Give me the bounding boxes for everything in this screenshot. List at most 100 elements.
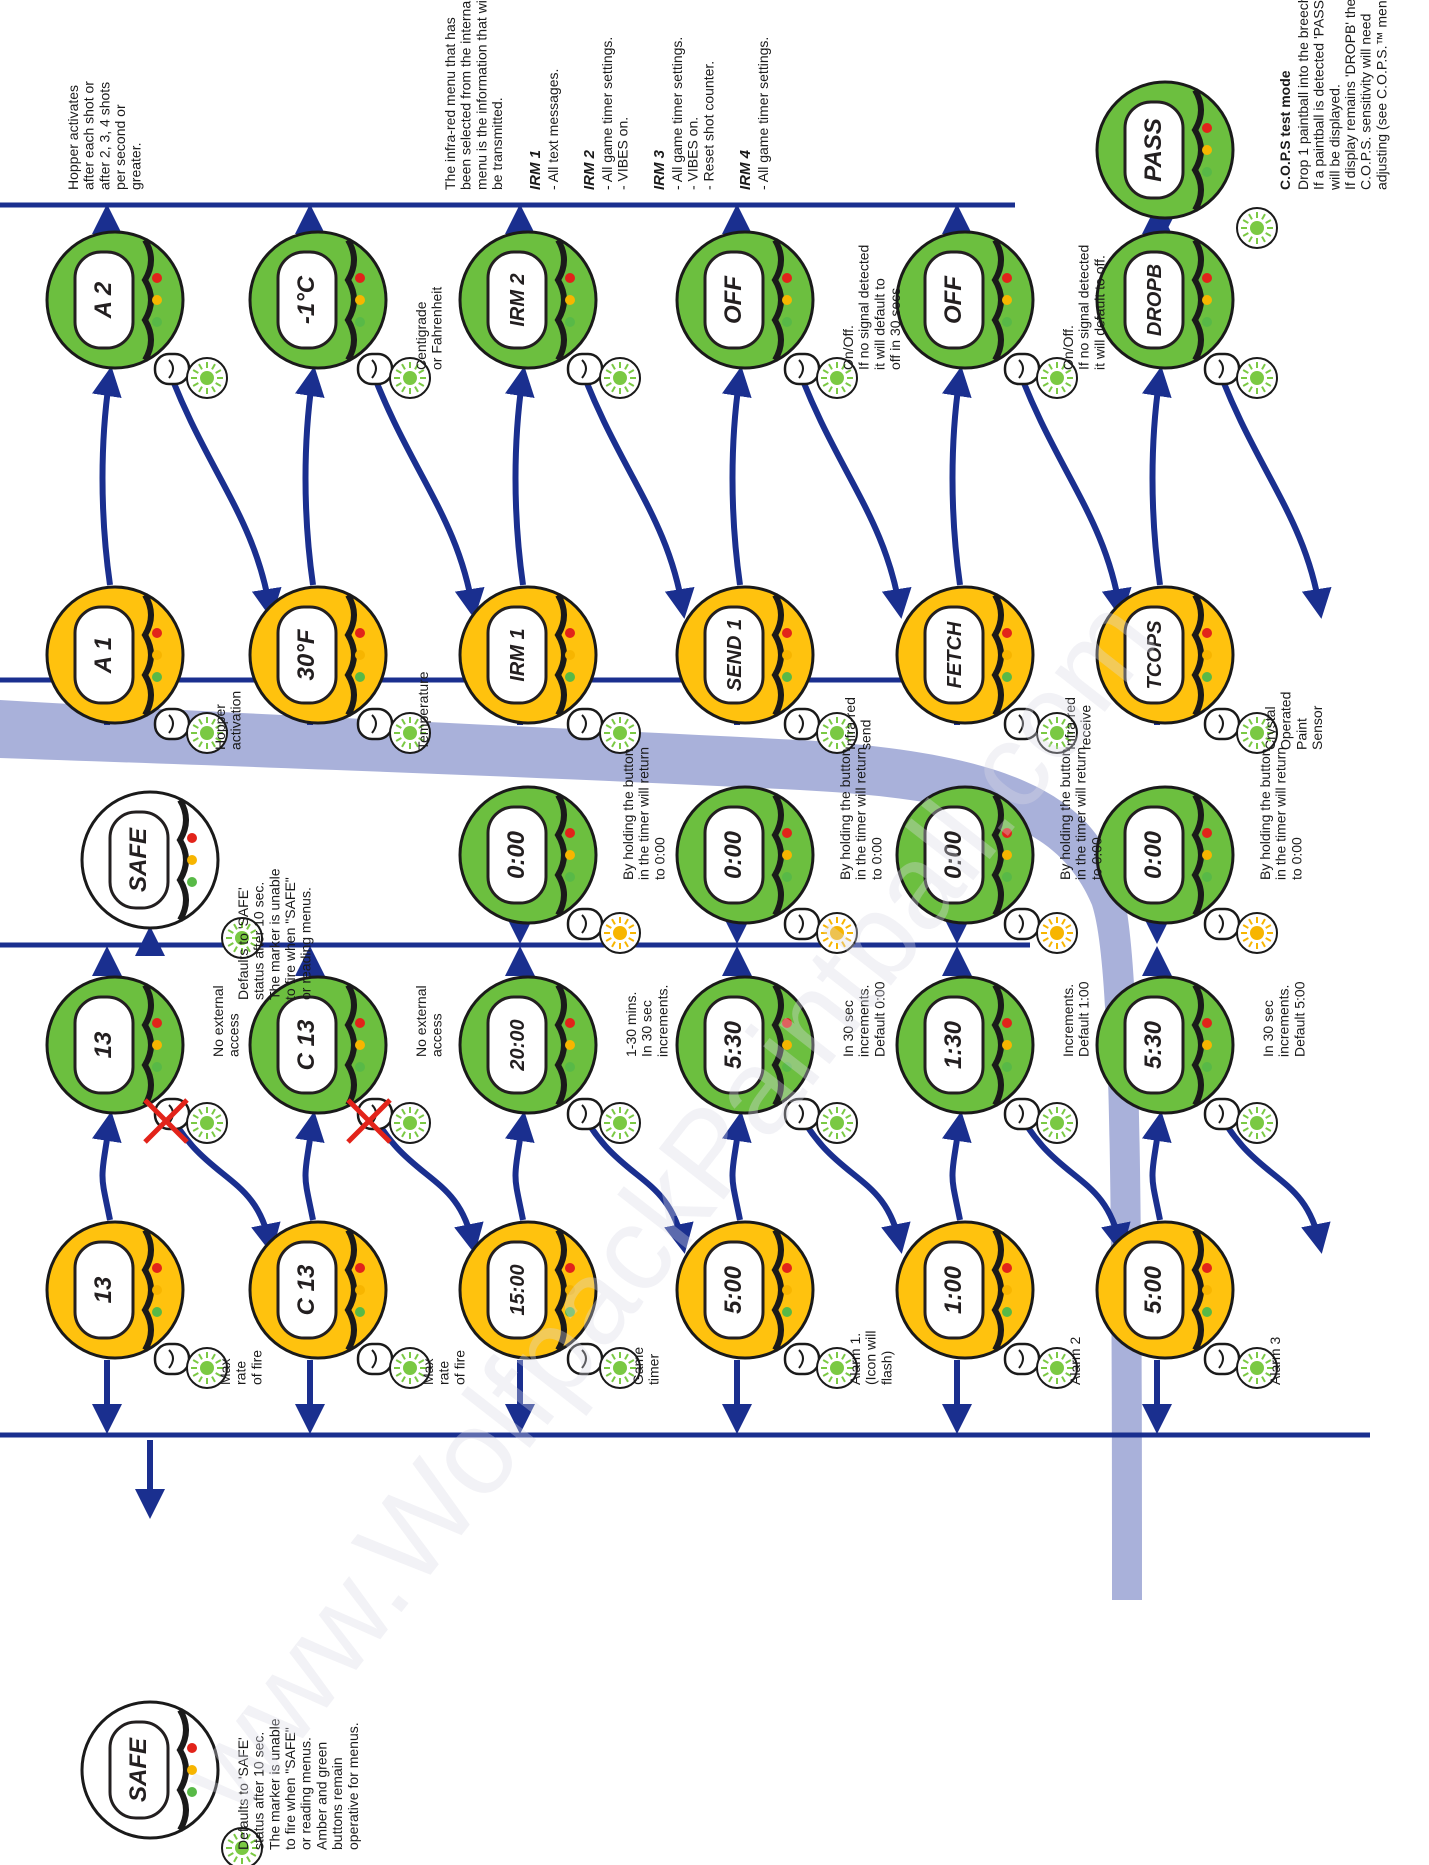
menu-device-right-3-b: IRM 2: [458, 230, 641, 399]
arrow-a-to-b: [504, 1111, 535, 1221]
menu-label-left-5-b: Increments.Default 1:00: [1060, 981, 1092, 1057]
fingernail-icon: [168, 714, 174, 734]
display-readout: 13: [90, 1276, 117, 1303]
indicator-light-icon: [1036, 357, 1078, 399]
amber-led-icon: [782, 295, 792, 305]
menu-device-right-6-a: TCOPS: [1095, 585, 1278, 754]
display-readout: 15:00: [507, 1264, 529, 1315]
green-led-icon: [355, 672, 365, 682]
amber-led-icon: [565, 1040, 575, 1050]
device-grip: [771, 793, 784, 917]
amber-led-icon: [152, 1040, 162, 1050]
menu-device-right-1-a: A 1: [45, 585, 228, 754]
indicator-light-icon: [221, 1827, 263, 1865]
menu-device-left-4-a: 5:00: [675, 1220, 858, 1389]
arrow-right-b-to-next: [365, 358, 485, 619]
menu-device-right-4-b: OFF: [675, 230, 858, 399]
amber-led-icon: [1202, 1040, 1212, 1050]
fingernail-icon: [581, 1349, 587, 1369]
device-grip: [1191, 593, 1204, 717]
display-readout: OFF: [720, 275, 747, 324]
display-window: [486, 605, 548, 705]
display-window: [108, 810, 170, 910]
display-readout: 0:00: [1140, 830, 1167, 879]
amber-led-icon: [355, 650, 365, 660]
arrow-right-a-to-b: [941, 366, 972, 586]
indicator-light-icon: [816, 712, 858, 754]
display-readout: SAFE: [125, 1737, 152, 1802]
arrow-right-b-to-next: [792, 358, 912, 619]
arrow-b-to-next: [575, 1103, 694, 1254]
red-led-icon: [1202, 628, 1212, 638]
red-led-icon: [1002, 273, 1012, 283]
display-readout: 5:30: [720, 1020, 747, 1069]
menu-label-left-1-a: Maxrateof fire: [217, 1350, 264, 1385]
irm-item-lines: - All game timer settings.- VIBES on.- R…: [669, 37, 716, 190]
indicator-light-icon: [1236, 712, 1278, 754]
display-window: [923, 995, 985, 1095]
menu-device-left-6-c: 0:00: [1095, 785, 1278, 954]
menu-device-left-5-b: 1:30: [895, 975, 1078, 1144]
indicator-light-icon: [816, 1102, 858, 1144]
safe-device-middle: SAFE: [80, 790, 263, 959]
indicator-light-icon: [389, 712, 431, 754]
menu-device-left-6-a: 5:00: [1095, 1220, 1278, 1389]
display-readout: C 13: [293, 1019, 320, 1070]
fingernail-icon: [168, 359, 174, 379]
indicator-light-icon: [1036, 1347, 1078, 1389]
display-window: [1123, 995, 1185, 1095]
fingernail-icon: [798, 1104, 804, 1124]
device-grip: [771, 238, 784, 362]
display-window: [73, 605, 135, 705]
display-window: [73, 1240, 135, 1340]
fingernail-icon: [1218, 359, 1224, 379]
timer-return-band: [0, 700, 1142, 1600]
display-readout: 0:00: [720, 830, 747, 879]
indicator-light-icon: [221, 917, 263, 959]
red-led-icon: [355, 1018, 365, 1028]
red-led-icon: [355, 628, 365, 638]
red-led-icon: [565, 1018, 575, 1028]
amber-led-icon: [187, 855, 197, 865]
amber-led-icon: [355, 295, 365, 305]
arrow-a-to-b: [91, 1111, 122, 1221]
red-led-icon: [152, 273, 162, 283]
fingernail-icon: [798, 714, 804, 734]
indicator-light-icon: [816, 912, 858, 954]
menu-device-left-1-a: 13: [45, 1220, 228, 1389]
display-window: [276, 605, 338, 705]
display-window: [703, 250, 765, 350]
menu-label-left-4-c: By holding the buttonin the timer will r…: [837, 747, 884, 880]
irm-item-title: IRM 2: [581, 149, 598, 190]
irm-item-title: IRM 1: [527, 150, 544, 190]
red-led-icon: [187, 833, 197, 843]
green-led-icon: [1002, 872, 1012, 882]
menu-device-left-5-a: 1:00: [895, 1220, 1078, 1389]
fingernail-icon: [798, 359, 804, 379]
indicator-light-icon: [389, 1102, 431, 1144]
fingernail-icon: [1018, 1349, 1024, 1369]
fingernail-icon: [168, 1349, 174, 1369]
red-led-icon: [1002, 828, 1012, 838]
display-window: [703, 995, 765, 1095]
red-led-icon: [1202, 828, 1212, 838]
display-window: [703, 1240, 765, 1340]
amber-led-icon: [565, 295, 575, 305]
amber-led-icon: [565, 650, 575, 660]
arrow-b-to-next: [162, 1103, 281, 1254]
menu-label-right-1-a: Hopperactivation: [212, 691, 244, 750]
green-led-icon: [1202, 167, 1212, 177]
arrow-right-a-to-b: [504, 366, 535, 586]
display-readout: 5:30: [1140, 1020, 1167, 1069]
display-window: [1123, 1240, 1185, 1340]
green-led-icon: [152, 672, 162, 682]
fingernail-icon: [1218, 914, 1224, 934]
indicator-light-icon: [1236, 1102, 1278, 1144]
red-led-icon: [355, 1263, 365, 1273]
display-readout: 0:00: [503, 830, 530, 879]
indicator-light-icon: [1236, 1347, 1278, 1389]
menu-device-right-2-a: 30°F: [248, 585, 431, 754]
arrow-right-a-to-b: [721, 366, 752, 586]
display-readout: 5:00: [720, 1265, 747, 1314]
green-led-icon: [782, 1307, 792, 1317]
